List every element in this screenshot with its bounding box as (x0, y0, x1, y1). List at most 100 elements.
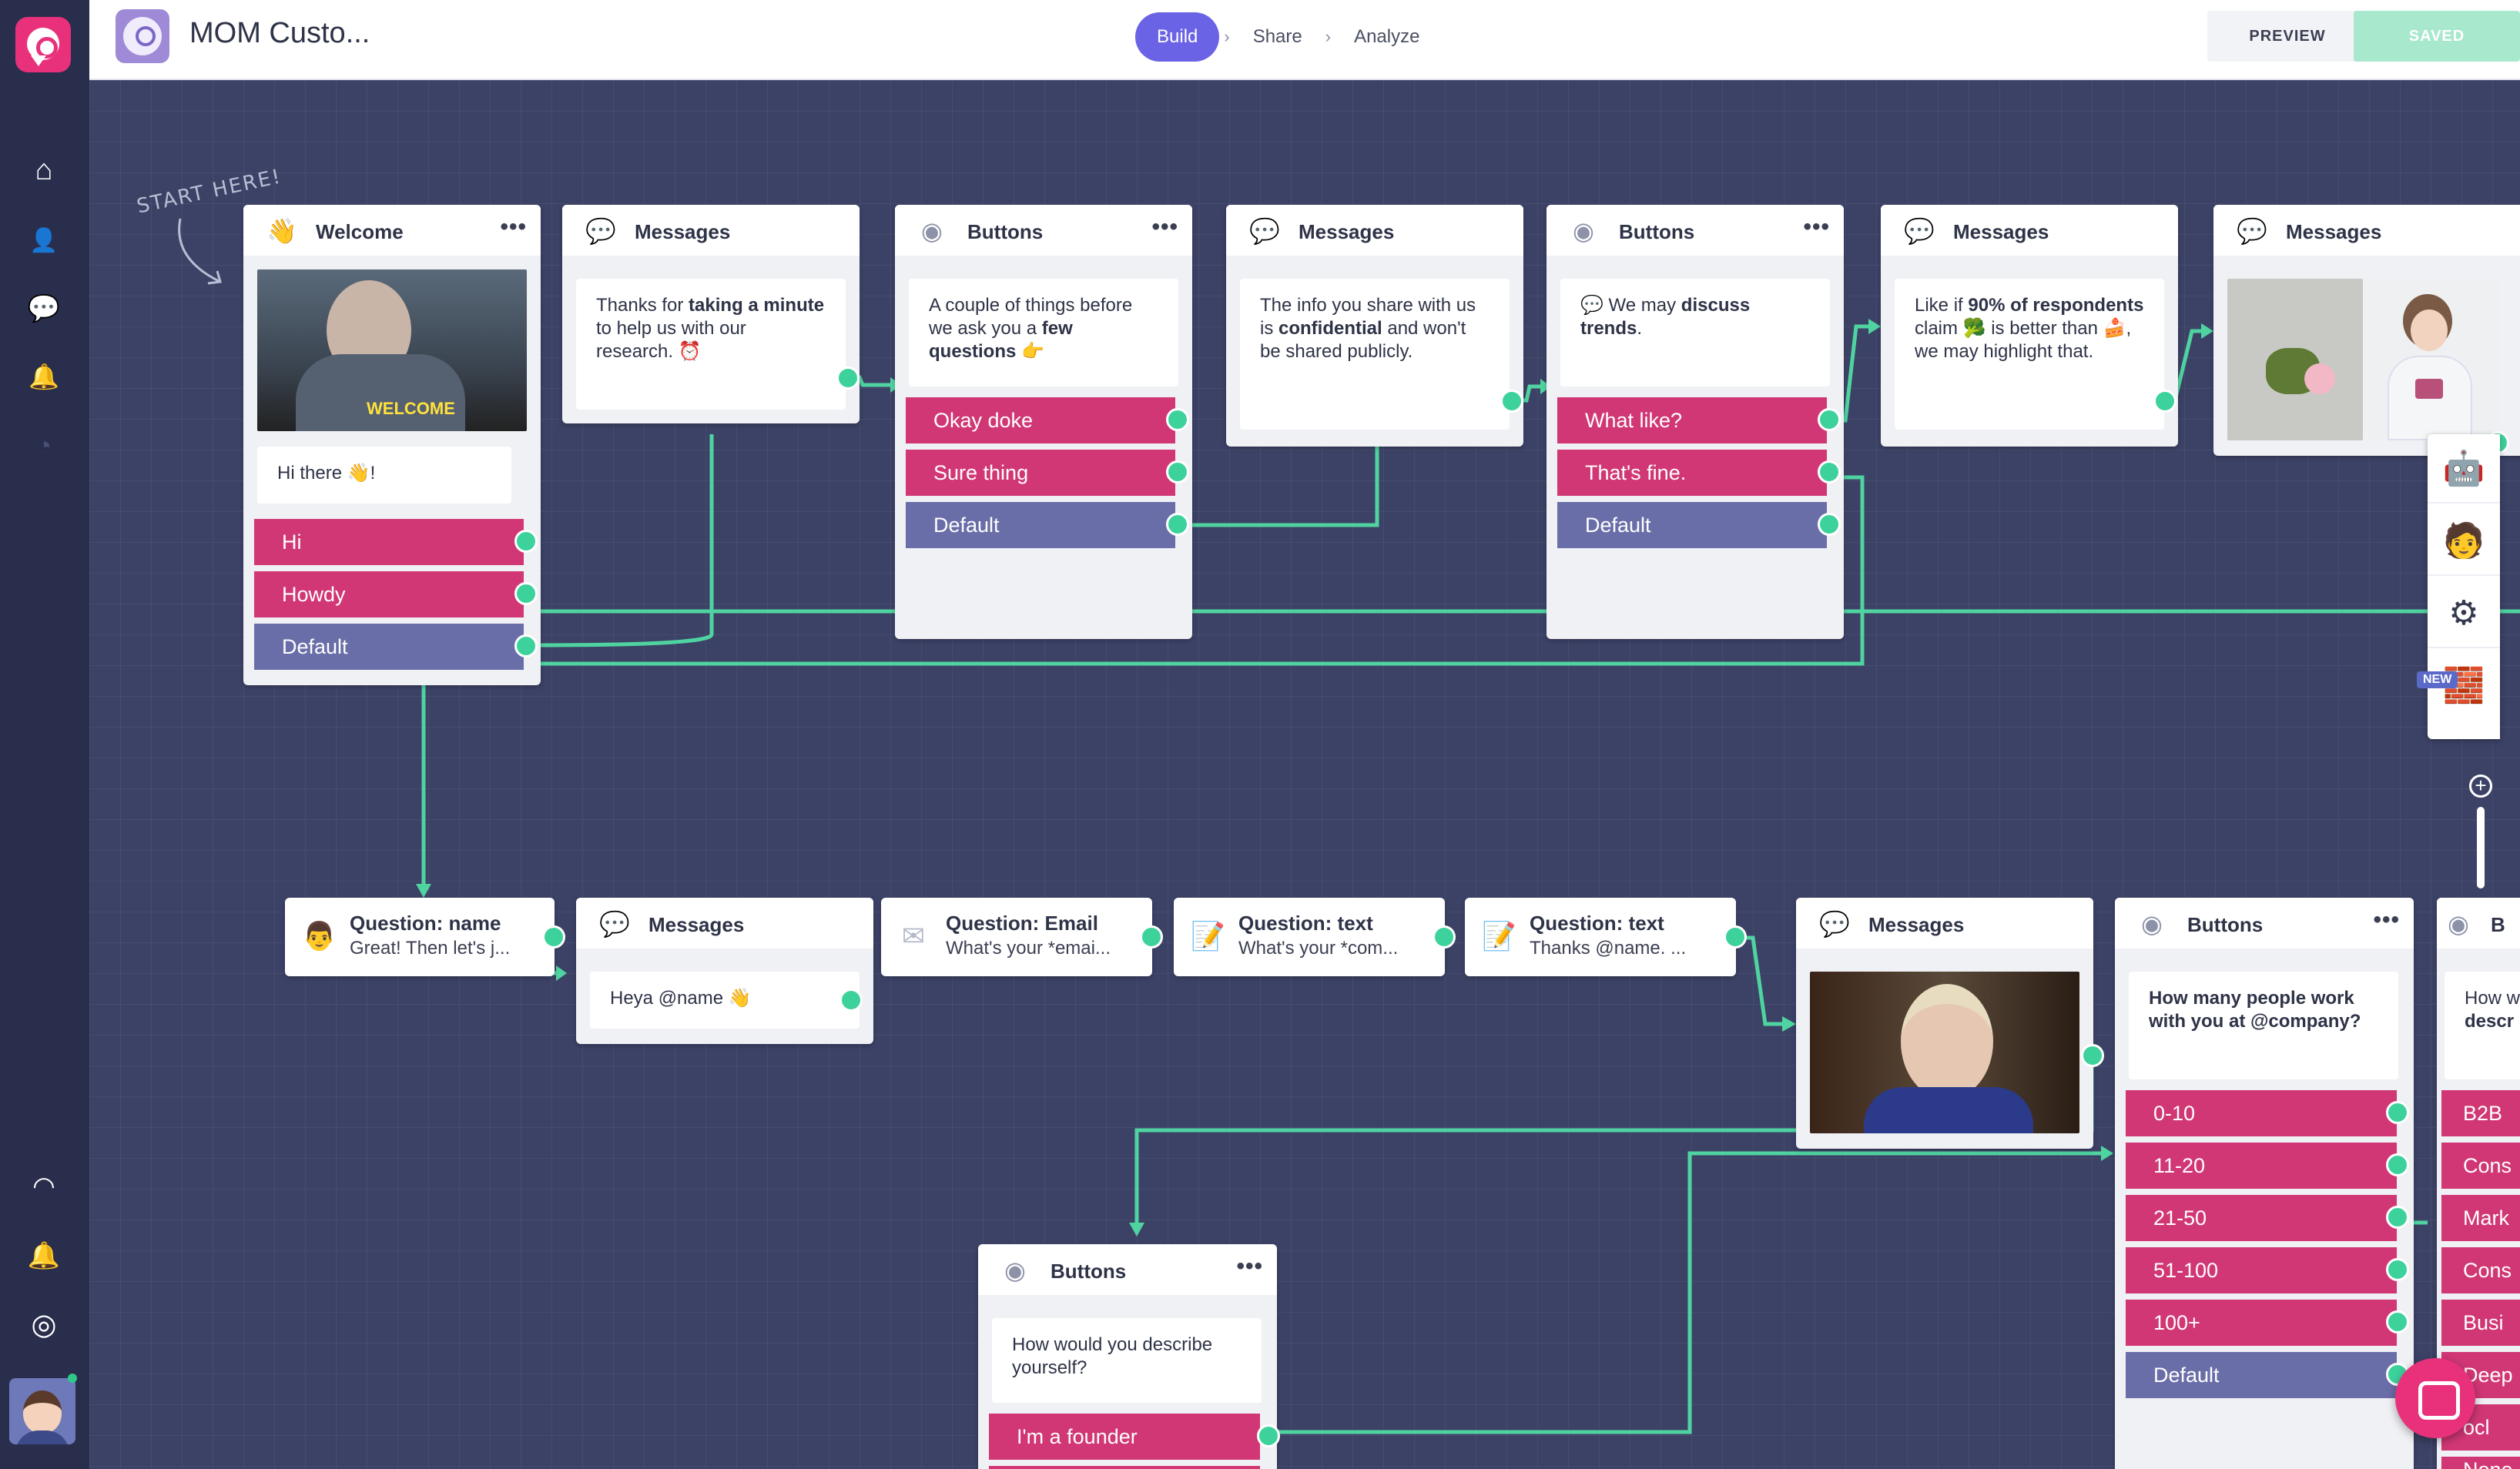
bell-icon[interactable]: 🔔 (28, 363, 59, 390)
output-port[interactable] (1818, 513, 1841, 536)
help-icon[interactable]: ◎ (31, 1309, 57, 1341)
message-bubble: 💬 We may discuss trends. (1560, 279, 1830, 386)
buttons-card[interactable]: ◉ Buttons ••• 💬 We may discuss trends. W… (1547, 205, 1844, 639)
question-text-card[interactable]: 📝 Question: text What's your *com... (1174, 898, 1456, 976)
online-status-dot (68, 1374, 77, 1383)
option-default[interactable]: Default (2126, 1352, 2397, 1398)
option-21-50[interactable]: 21-50 (2126, 1195, 2397, 1241)
output-port[interactable] (1166, 408, 1189, 431)
text: to help us with our research. ⏰ (596, 318, 746, 362)
output-port[interactable] (514, 530, 538, 553)
app-logo-icon[interactable] (15, 17, 71, 72)
more-options-icon[interactable]: ••• (1236, 1253, 1263, 1279)
saved-button[interactable]: SAVED (2354, 11, 2520, 62)
output-port[interactable] (1166, 513, 1189, 536)
option-11-20[interactable]: 11-20 (2126, 1143, 2397, 1189)
option-sure-thing[interactable]: Sure thing (906, 450, 1175, 496)
output-port[interactable] (542, 925, 565, 949)
home-icon[interactable]: ⌂ (35, 154, 53, 186)
output-port[interactable] (839, 989, 863, 1012)
step-analyze[interactable]: Analyze (1354, 26, 1420, 47)
feed-icon[interactable]: ◠ (32, 1172, 55, 1201)
output-port[interactable] (1257, 1424, 1280, 1447)
flow-canvas[interactable]: START HERE! 👋 Welcome ••• WELCOME Hi the… (89, 80, 2520, 1469)
chat-icon[interactable]: 💬 (27, 294, 61, 323)
step-share[interactable]: Share (1252, 26, 1302, 47)
option-cons[interactable]: Cons (2441, 1143, 2520, 1189)
option-what-like[interactable]: What like? (1557, 397, 1827, 443)
buttons-card[interactable]: ◉ Buttons ••• How would you describe you… (978, 1244, 1280, 1469)
output-port[interactable] (2386, 1101, 2409, 1124)
option-hi[interactable]: Hi (254, 519, 524, 565)
more-options-icon[interactable]: ••• (2373, 907, 2400, 932)
user-icon[interactable]: 🧑 (2428, 507, 2500, 576)
messages-card[interactable]: 💬 Messages Heya @name 👋 (576, 898, 873, 1044)
buttons-card[interactable]: ◉ Buttons ••• How many people work with … (2115, 898, 2414, 1469)
question-text-card[interactable]: 📝 Question: text Thanks @name. ... (1465, 898, 1747, 976)
gear-icon[interactable]: ⚙ (2428, 579, 2500, 648)
option-busi[interactable]: Busi (2441, 1300, 2520, 1346)
output-port[interactable] (2153, 390, 2177, 413)
bot-avatar-icon[interactable] (116, 9, 169, 63)
output-port[interactable] (1166, 460, 1189, 484)
output-port[interactable] (836, 366, 860, 390)
messages-card[interactable]: 💬 Messages (1796, 898, 2104, 1149)
robot-icon[interactable]: 🤖 (2428, 434, 2500, 504)
buttons-card[interactable]: ◉ Buttons ••• A couple of things before … (895, 205, 1192, 639)
option-default[interactable]: Default (254, 624, 524, 670)
output-port[interactable] (1818, 408, 1841, 431)
output-port[interactable] (514, 582, 538, 605)
output-port[interactable] (2386, 1258, 2409, 1281)
message-bubble: How would you describe yourself? (992, 1318, 1262, 1403)
option-thats-fine[interactable]: That's fine. (1557, 450, 1827, 496)
output-port[interactable] (2386, 1206, 2409, 1229)
option-mark[interactable]: Mark (2441, 1195, 2520, 1241)
option-howdy[interactable]: Howdy (254, 571, 524, 617)
output-port[interactable] (1140, 925, 1163, 949)
output-port[interactable] (2386, 1153, 2409, 1176)
option-im-a-founder[interactable]: I'm a founder (989, 1414, 1260, 1460)
option-none[interactable]: None (2441, 1457, 2520, 1469)
option-100-plus[interactable]: 100+ (2126, 1300, 2397, 1346)
more-options-icon[interactable]: ••• (1803, 214, 1830, 239)
zoom-in-icon[interactable]: + (2469, 775, 2492, 798)
option-0-10[interactable]: 0-10 (2126, 1090, 2397, 1136)
output-port[interactable] (514, 634, 538, 658)
option-okay-doke[interactable]: Okay doke (906, 397, 1175, 443)
notification-icon[interactable]: 🔔 (27, 1241, 61, 1270)
output-port[interactable] (2081, 1044, 2104, 1067)
option-next[interactable] (989, 1466, 1260, 1469)
question-email-card[interactable]: ✉ Question: Email What's your *emai... (881, 898, 1163, 976)
avatar[interactable] (9, 1378, 75, 1444)
output-port[interactable] (1500, 390, 1523, 413)
option-51-100[interactable]: 51-100 (2126, 1247, 2397, 1293)
messages-card[interactable]: 💬 Messages Thanks for taking a minute to… (562, 205, 860, 423)
preview-button[interactable]: PREVIEW (2207, 11, 2368, 62)
chat-launcher-button[interactable] (2395, 1358, 2475, 1438)
more-options-icon[interactable]: ••• (1151, 214, 1178, 239)
output-port[interactable] (1433, 925, 1456, 949)
pie-chart-icon[interactable]: ◔ (35, 431, 52, 460)
bot-title[interactable]: MOM Custo... (189, 17, 370, 49)
step-build[interactable]: Build (1135, 12, 1220, 62)
messages-card[interactable]: 💬 Messages Like if 90% of respondents cl… (1881, 205, 2178, 447)
output-port[interactable] (1818, 460, 1841, 484)
option-b2b[interactable]: B2B (2441, 1090, 2520, 1136)
messages-card[interactable]: 💬 Messages The info you share with us is… (1226, 205, 1523, 447)
more-options-icon[interactable]: ••• (500, 214, 527, 239)
user-plus-icon[interactable]: 👤 (29, 228, 59, 253)
output-port[interactable] (1724, 925, 1747, 949)
tools-palette: 🤖 🧑 ⚙ 🧱 NEW (2417, 434, 2500, 739)
question-name-card[interactable]: 👨 Question: name Great! Then let's j... (285, 898, 565, 976)
messages-card[interactable]: 💬 Messages (2213, 205, 2520, 456)
option-cons[interactable]: Cons (2441, 1247, 2520, 1293)
card-title: B (2491, 913, 2505, 936)
output-port[interactable] (2386, 1310, 2409, 1333)
zoom-slider[interactable] (2477, 807, 2485, 888)
option-default[interactable]: Default (906, 502, 1175, 548)
card-title: Messages (1953, 220, 2049, 243)
option-default[interactable]: Default (1557, 502, 1827, 548)
welcome-card[interactable]: 👋 Welcome ••• WELCOME Hi there 👋! Hi How… (243, 205, 541, 685)
card-header: ◉ Buttons ••• (895, 205, 1192, 256)
